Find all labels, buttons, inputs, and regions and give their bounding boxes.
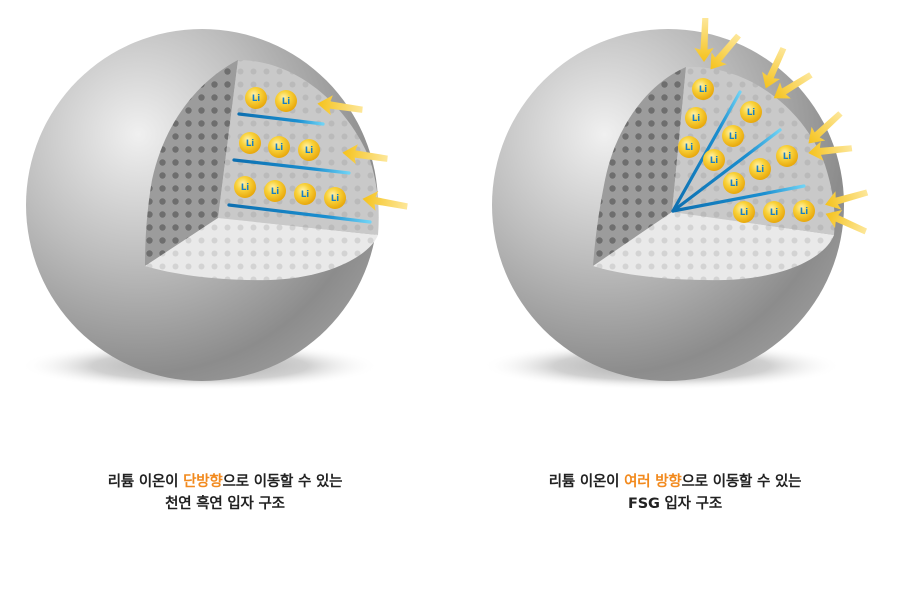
li-ion-icon: Li (239, 132, 261, 154)
li-ion-icon: Li (749, 158, 771, 180)
caption-highlight: 단방향 (183, 474, 223, 490)
channel-lines (227, 112, 372, 224)
li-ion-icon: Li (685, 107, 707, 129)
li-ion-icon: Li (324, 187, 346, 209)
natural-graphite-sphere-diagram: Li Li Li Li Li Li Li Li Li (20, 29, 409, 390)
svg-text:Li: Li (685, 143, 693, 153)
svg-text:Li: Li (692, 114, 700, 124)
li-ion-icon: Li (793, 200, 815, 222)
lithium-ions: Li Li Li Li Li Li Li Li Li Li Li Li (678, 78, 815, 223)
caption-line-1: 리튬 이온이 단방향으로 이동할 수 있는 (107, 474, 343, 490)
svg-text:Li: Li (729, 132, 737, 142)
svg-text:Li: Li (305, 146, 313, 156)
li-ion-icon: Li (268, 136, 290, 158)
svg-text:Li: Li (301, 190, 309, 200)
li-ion-icon: Li (275, 90, 297, 112)
svg-text:Li: Li (699, 85, 707, 95)
svg-text:Li: Li (800, 207, 808, 217)
li-ion-icon: Li (763, 201, 785, 223)
fsg-sphere-diagram: Li Li Li Li Li Li Li Li Li Li Li Li (482, 18, 871, 390)
svg-text:Li: Li (275, 143, 283, 153)
svg-text:Li: Li (252, 94, 260, 104)
li-ion-icon: Li (776, 145, 798, 167)
svg-text:Li: Li (783, 152, 791, 162)
li-ion-icon: Li (294, 183, 316, 205)
svg-text:Li: Li (740, 208, 748, 218)
li-ion-icon: Li (733, 201, 755, 223)
svg-text:Li: Li (241, 183, 249, 193)
caption-line-2: FSG 입자 구조 (628, 496, 722, 512)
svg-text:Li: Li (747, 108, 755, 118)
cutaway-bottom-face (593, 212, 834, 281)
svg-text:Li: Li (246, 139, 254, 149)
li-ion-icon: Li (245, 87, 267, 109)
li-ion-icon: Li (264, 180, 286, 202)
li-ion-icon: Li (723, 172, 745, 194)
svg-text:Li: Li (331, 194, 339, 204)
li-ion-icon: Li (722, 125, 744, 147)
svg-text:Li: Li (770, 208, 778, 218)
svg-text:Li: Li (756, 165, 764, 175)
channel-lines (671, 90, 806, 213)
caption-line-2: 천연 흑연 입자 구조 (165, 496, 285, 512)
cutaway-back-face (145, 60, 238, 266)
cutaway-back-face (593, 67, 686, 266)
cutaway-bottom-face (145, 218, 378, 281)
li-ion-icon: Li (703, 149, 725, 171)
svg-text:Li: Li (710, 156, 718, 166)
caption-highlight: 여러 방향 (624, 474, 682, 490)
li-ion-icon: Li (234, 176, 256, 198)
fsg-figure: Li Li Li Li Li Li Li Li Li Li Li Li 리튬 이… (450, 0, 900, 600)
svg-text:Li: Li (730, 179, 738, 189)
li-ion-icon: Li (692, 78, 714, 100)
li-ion-icon: Li (678, 136, 700, 158)
fsg-caption: 리튬 이온이 여러 방향으로 이동할 수 있는 FSG 입자 구조 (450, 471, 900, 515)
li-ion-icon: Li (740, 101, 762, 123)
lithium-ions: Li Li Li Li Li Li Li Li Li (234, 87, 346, 209)
svg-text:Li: Li (271, 187, 279, 197)
svg-text:Li: Li (282, 97, 290, 107)
natural-graphite-figure: Li Li Li Li Li Li Li Li Li 리튬 이온이 단방향으로 … (0, 29, 450, 515)
natural-graphite-caption: 리튬 이온이 단방향으로 이동할 수 있는 천연 흑연 입자 구조 (0, 471, 450, 515)
li-ion-icon: Li (298, 139, 320, 161)
caption-line-1: 리튬 이온이 여러 방향으로 이동할 수 있는 (548, 474, 802, 490)
